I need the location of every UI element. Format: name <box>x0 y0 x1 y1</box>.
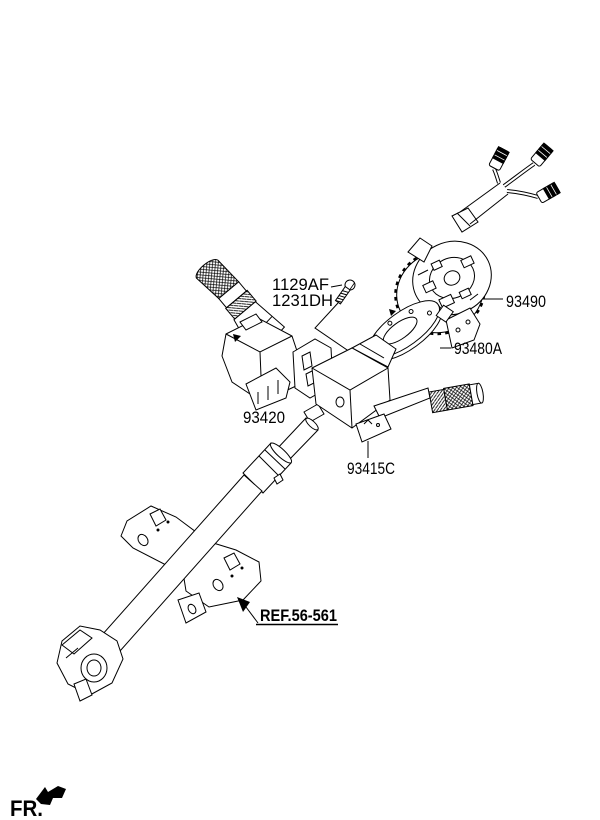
steering-column-assembly <box>56 403 325 702</box>
label-93420[interactable]: 93420 <box>243 408 285 427</box>
label-93480a[interactable]: 93480A <box>454 339 503 358</box>
connector-plug <box>530 142 554 167</box>
connector-plug <box>536 181 561 203</box>
label-1129af[interactable]: 1129AF <box>272 275 329 294</box>
ref-arrow <box>237 597 338 626</box>
label-1231dh[interactable]: 1231DH <box>272 291 333 310</box>
switch-lever-93420 <box>195 258 301 411</box>
part-labels: 1129AF 1231DH 93490 93480A 93420 93415C … <box>10 275 546 820</box>
screw-1129af <box>330 279 356 305</box>
switch-body-93415c <box>292 334 484 458</box>
label-93490[interactable]: 93490 <box>506 292 546 311</box>
column-lower-housing <box>56 625 124 702</box>
label-93415c[interactable]: 93415C <box>347 459 395 478</box>
label-ref-56-561[interactable]: REF.56-561 <box>260 606 337 625</box>
harness-wires <box>492 162 539 199</box>
column-tab <box>177 592 207 624</box>
connector-plug <box>488 145 510 171</box>
label-fr: FR. <box>10 796 43 820</box>
column-upper-shaft <box>242 403 325 494</box>
fr-direction-arrow <box>36 786 66 805</box>
